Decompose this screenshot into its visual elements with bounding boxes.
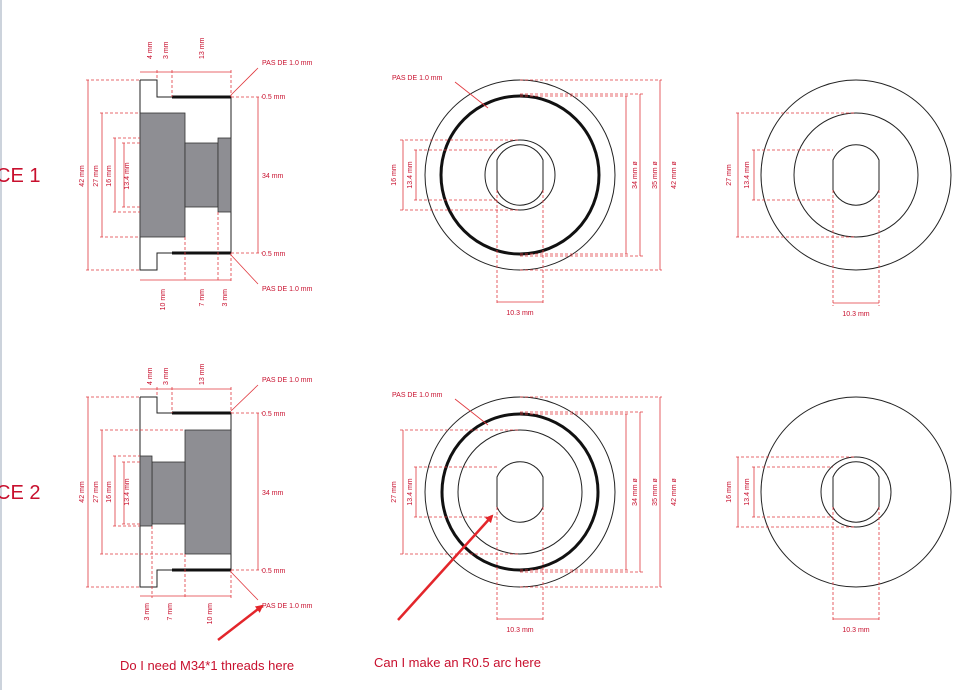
p1-rear-outer-circle (760, 79, 952, 271)
p1-side-dim-16: 16 mm (106, 165, 113, 187)
p1-front-dim-13-4: 13.4 mm (407, 161, 414, 188)
p1-front-dim-34: 34 mm ø (632, 160, 639, 188)
p1-rear-d-bore (832, 144, 880, 206)
p2-front-inner-circle (457, 429, 583, 555)
p2-side-dim-42: 42 mm (79, 481, 86, 503)
piece-1-side-hub (139, 112, 186, 238)
p1-rear-dim-13-4: 13.4 mm (744, 161, 751, 188)
piece-1-side-view (86, 67, 262, 285)
p2-rear-inner-circle (820, 456, 892, 528)
p2-side-thread-top-label: PAS DE 1.0 mm (262, 377, 313, 384)
p2-side-bottom-dim-3: 3 mm (144, 603, 151, 621)
piece-1-side-shaft (184, 142, 219, 208)
p2-rear-outer-circle (760, 396, 952, 588)
p1-front-d-bore (496, 144, 544, 206)
p2-side-top-dim-4: 4 mm (147, 367, 154, 385)
p1-side-dim-27: 27 mm (93, 165, 100, 187)
piece-2-front-view (400, 396, 662, 622)
p2-front-d-bore (496, 461, 544, 523)
p1-front-outer-circle (424, 79, 616, 271)
p1-side-top-dim-4: 4 mm (147, 41, 154, 59)
p1-front-thread-circle (439, 94, 601, 256)
p2-rear-dim-16: 16 mm (726, 481, 733, 503)
p1-side-gap-top-label: 0.5 mm (262, 94, 286, 101)
p1-side-thread-bottom-label: PAS DE 1.0 mm (262, 286, 313, 293)
p1-front-dim-35: 35 mm ø (652, 160, 659, 188)
p1-side-bore-label: 34 mm (262, 173, 284, 180)
p2-front-dim-13-4: 13.4 mm (407, 478, 414, 505)
p2-side-top-dim-3: 3 mm (163, 367, 170, 385)
p1-side-top-dim-3: 3 mm (163, 41, 170, 59)
p1-side-top-dim-13: 13 mm (199, 37, 206, 59)
piece-2-side-hub (184, 429, 232, 555)
p2-rear-d-bore (832, 461, 880, 523)
p2-side-dim-27: 27 mm (93, 481, 100, 503)
threads-arrow (217, 604, 264, 641)
p1-side-thread-top-label: PAS DE 1.0 mm (262, 60, 313, 67)
p1-rear-dim-10-3: 10.3 mm (842, 311, 869, 318)
piece-2-side-view (86, 384, 262, 601)
p2-front-dim-34: 34 mm ø (632, 477, 639, 505)
p1-side-dim-42: 42 mm (79, 165, 86, 187)
p2-front-thread-label: PAS DE 1.0 mm (392, 392, 443, 399)
piece-2-side-shaft (151, 461, 186, 525)
p2-side-dim-16: 16 mm (106, 481, 113, 503)
arc-arrow (397, 514, 494, 621)
p2-front-dim-35: 35 mm ø (652, 477, 659, 505)
threads-question-note: Do I need M34*1 threads here (120, 658, 294, 673)
p2-side-gap-top-label: 0.5 mm (262, 411, 286, 418)
piece-2-rear-view (736, 396, 952, 622)
p2-front-dim-10-3: 10.3 mm (506, 627, 533, 634)
p2-side-thread-bottom-label: PAS DE 1.0 mm (262, 603, 313, 610)
piece-1-front-view (400, 79, 662, 305)
p1-side-bottom-dim-7: 7 mm (199, 289, 206, 307)
arc-question-note: Can I make an R0.5 arc here (374, 655, 541, 670)
p2-side-bottom-dim-7: 7 mm (167, 603, 174, 621)
p2-side-dim-13-4: 13.4 mm (124, 478, 131, 505)
p1-rear-dim-27: 27 mm (726, 164, 733, 186)
p2-rear-dim-13-4: 13.4 mm (744, 478, 751, 505)
p1-rear-middle-circle (793, 112, 919, 238)
p1-front-thread-label: PAS DE 1.0 mm (392, 75, 443, 82)
piece-1-label: CE 1 (0, 165, 40, 187)
p2-side-bottom-dim-10: 10 mm (207, 603, 214, 625)
p1-side-gap-bottom-label: 0.5 mm (262, 251, 286, 258)
p1-front-dim-42: 42 mm ø (671, 160, 678, 188)
p1-side-dim-13-4: 13.4 mm (124, 162, 131, 189)
p1-front-dim-16: 16 mm (391, 164, 398, 186)
p2-rear-dim-10-3: 10.3 mm (842, 627, 869, 634)
piece-2-side-collar (139, 455, 153, 527)
p1-side-bottom-dim-3: 3 mm (222, 289, 229, 307)
p2-side-bore-label: 34 mm (262, 490, 284, 497)
p2-side-gap-bottom-label: 0.5 mm (262, 568, 286, 575)
p2-side-top-dim-13: 13 mm (199, 363, 206, 385)
piece-1-side-collar (217, 137, 232, 213)
p1-front-inner-circle (484, 139, 556, 211)
piece-2-label: CE 2 (0, 482, 40, 504)
p1-side-bottom-dim-10: 10 mm (160, 289, 167, 311)
p2-front-dim-42: 42 mm ø (671, 477, 678, 505)
piece-1-rear-view (736, 79, 952, 306)
p2-front-dim-27: 27 mm (391, 481, 398, 503)
p1-front-dim-10-3: 10.3 mm (506, 310, 533, 317)
